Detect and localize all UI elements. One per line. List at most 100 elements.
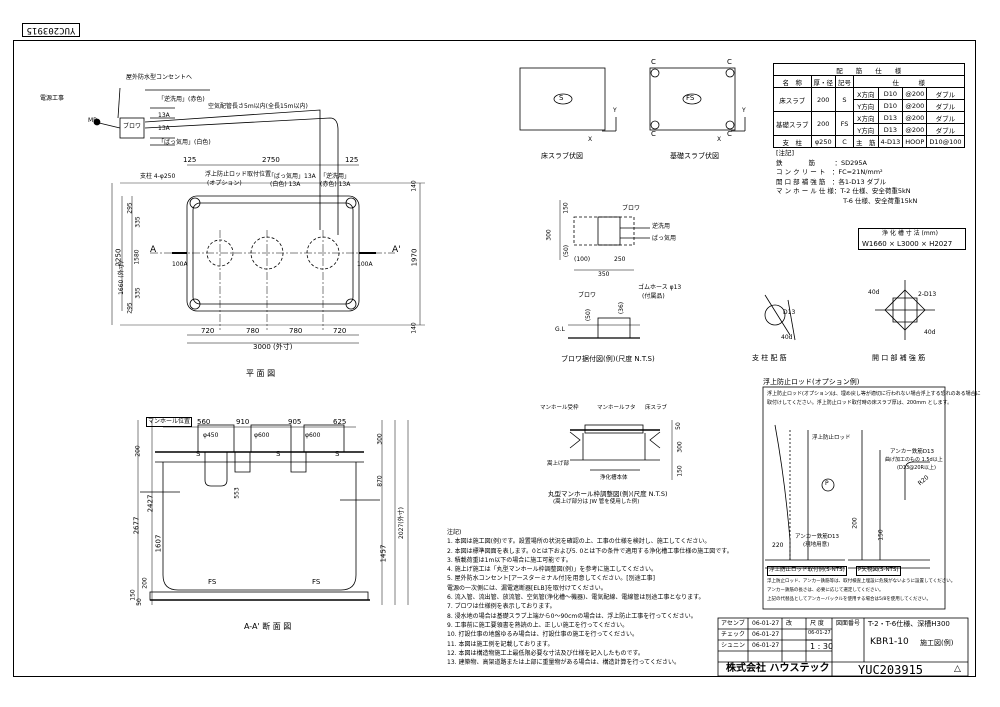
- rod-foot-1: 浮上防止ロッド、アンカー鉄筋等は、取付検査上埋設に危険がないように設置してくださ…: [767, 579, 956, 584]
- rebar-detail-geometry: [764, 280, 935, 341]
- raise-part-label: 嵩上げ部: [547, 461, 570, 467]
- note-line: 10. 打設仕事の地盤ゆるみ場合は、打設仕事の施工を行ってください。: [447, 631, 638, 639]
- backwash-label: 「逆洗用」: [320, 173, 351, 180]
- manhole-detail-title: 丸型マンホール枠調整図(例)(尺度 N.T.S): [548, 490, 668, 498]
- section-left-dim-2: 2677: [132, 516, 141, 535]
- base-axis-y: Y: [742, 107, 746, 114]
- blower-dim-50: (50): [563, 244, 571, 258]
- rod-box-2: P矢視図(S-NTS): [856, 566, 901, 576]
- tank-size-value: W1660 × L3000 × H2027: [862, 240, 953, 248]
- section-left-dim-4: 1607: [154, 534, 163, 553]
- spec-cell: HOOP: [902, 135, 928, 148]
- section-mark-a2: A': [392, 245, 401, 255]
- spec-header-mark: 記号: [835, 75, 854, 88]
- pipe-label-backwash: 「逆洗用」(赤色): [158, 96, 205, 103]
- rod-label-p: P: [825, 480, 829, 487]
- pipe-in-label: 100A: [172, 261, 188, 268]
- spec-cell: 4-D13: [877, 135, 904, 148]
- floor-slab-title: 床スラブ伏図: [541, 152, 583, 160]
- rod-title: 浮上防止ロッド(オプション例): [763, 378, 860, 386]
- title-block-geometry: [717, 617, 969, 677]
- base-slab-mark: FS: [686, 94, 695, 102]
- blower-dim-50b: (50): [585, 308, 593, 322]
- section-left-dim-3: 2427: [146, 494, 155, 513]
- tb-row2-label: チェック: [721, 631, 746, 638]
- plan-dim-left-3: 1580: [133, 249, 141, 265]
- section-dim-top-2: 910: [236, 418, 250, 426]
- spec-cell: 基礎スラブ: [773, 111, 812, 136]
- blower-detail-geometry: [559, 200, 650, 339]
- concrete-note-line: [注記]: [776, 149, 795, 157]
- plan-dim-left-4: 335: [134, 287, 142, 299]
- slab-mark-s2: S: [276, 450, 281, 458]
- tb-row3-date: 06-01-27: [752, 642, 780, 649]
- spec-header-name: 名 称: [773, 75, 812, 88]
- spec-cell: @200: [902, 87, 928, 100]
- rod-note-2: 取付けしてください。浮上防止ロッド取付時の床スラブ厚は、200mm とします。: [767, 400, 953, 406]
- note-line: 7. ブロワは仕様例を表示しております。: [447, 603, 556, 611]
- spec-cell: 主 筋: [853, 135, 879, 148]
- blower-title: ブロワ据付図(例)(尺度 N.T.S): [561, 355, 655, 363]
- plan-inner-height: 1660 (外寸): [117, 261, 125, 295]
- tank-size-box: [858, 228, 966, 250]
- spec-cell: X方向: [853, 111, 879, 124]
- blower-hose-label: ゴムホース φ13: [638, 284, 682, 291]
- opening-rebar-title: 開 口 部 補 強 筋: [872, 354, 926, 362]
- blower-detail-backwash: 逆洗用: [652, 223, 671, 230]
- spec-cell: 床スラブ: [773, 87, 812, 112]
- note-line: 電源の一次側には、漏電遮断器[ELB]を取付けてください。: [447, 584, 607, 592]
- blower-dim-350: 350: [598, 271, 610, 278]
- manhole-detail-subtitle: (嵩上げ部分は JW 管を使用した例): [553, 499, 640, 505]
- plan-dim-left-1: 295: [126, 202, 134, 214]
- tank-body-label: 浄化槽本体: [600, 475, 628, 481]
- concrete-note-line: T-6 仕様、安全荷重15kN: [776, 196, 918, 205]
- section-right-dim-1: 300: [376, 433, 384, 445]
- outlet-note: 屋外防水型コンセントへ: [126, 74, 193, 81]
- spec-table-title: 配 筋 仕 様: [773, 63, 965, 76]
- plan-dim-bottom-1: 720: [201, 327, 215, 335]
- plan-dim-bottom-2: 780: [246, 327, 260, 335]
- bolt-note: 支柱 4-φ250: [140, 173, 176, 180]
- spec-cell: D13: [877, 123, 904, 136]
- slab-mark-s1: S: [196, 450, 201, 458]
- blower-detail-aeration: ばっ気用: [652, 235, 677, 242]
- tb-row1-date: 06-01-27: [752, 620, 780, 627]
- pipe-out-label: 100A: [357, 261, 373, 268]
- floor-slab-mark: S: [559, 94, 564, 102]
- rod-foot-3: 上記の代替品としてアンカーバックルを使用する場合は5/8を使用してください。: [767, 597, 931, 602]
- spec-cell: Y方向: [853, 99, 879, 112]
- tb-scale: 1 : 30: [810, 642, 834, 651]
- rod-label-bend: 曲げ加工のもの 1.5d以上: [885, 457, 943, 463]
- column-rebar-40d: 40d: [781, 334, 793, 341]
- note-line: 4. 施上げ施工は「丸型マンホール枠調整図(例)」を参考に施工してください。: [447, 566, 657, 574]
- spec-cell: φ250: [810, 135, 836, 148]
- spec-header-thick: 厚・径: [810, 75, 836, 88]
- plan-dim-left-5: 295: [126, 302, 134, 314]
- floor-axis-y: Y: [613, 107, 617, 114]
- manhole-detail-geometry: [569, 420, 673, 480]
- rod-dim-200: 200: [851, 517, 859, 529]
- air-label-2: 13A: [158, 125, 170, 132]
- corner-mark-3: C: [651, 130, 656, 138]
- section-dim-top-4: 625: [333, 418, 347, 426]
- tb-company: 株式会社 ハウステック: [726, 663, 830, 674]
- tb-model-no: KBR1-10: [870, 637, 909, 647]
- corner-mark-2: C: [727, 58, 732, 66]
- tb-drawing-number: YUC203915: [858, 663, 924, 677]
- plan-dim-top-1: 125: [183, 156, 197, 164]
- blower-detail-label-1: ブロワ: [622, 205, 641, 212]
- spec-cell: X方向: [853, 87, 879, 100]
- rod-box-1: 浮上防止ロッド取付例(S-NTS): [767, 566, 847, 576]
- rod-label-local: (現地用意): [803, 542, 830, 548]
- rod-label-rod: 浮上防止ロッド: [812, 435, 851, 441]
- note-line: 3. 積載荷重は1m以下の場合に施工可能です。: [447, 556, 572, 564]
- rod-label-anchor2: アンカー鉄筋D13: [795, 534, 840, 540]
- spec-cell: @200: [902, 99, 928, 112]
- spec-cell: ダブル: [926, 111, 965, 124]
- spec-cell: @200: [902, 123, 928, 136]
- manhole-frame-label: マンホール受枠: [540, 405, 579, 411]
- slab-mark-s3: S: [335, 450, 340, 458]
- power-note: 電源工事: [40, 95, 65, 102]
- column-rebar-title: 支 柱 配 筋: [752, 354, 787, 362]
- plan-title: 平 面 図: [246, 369, 276, 378]
